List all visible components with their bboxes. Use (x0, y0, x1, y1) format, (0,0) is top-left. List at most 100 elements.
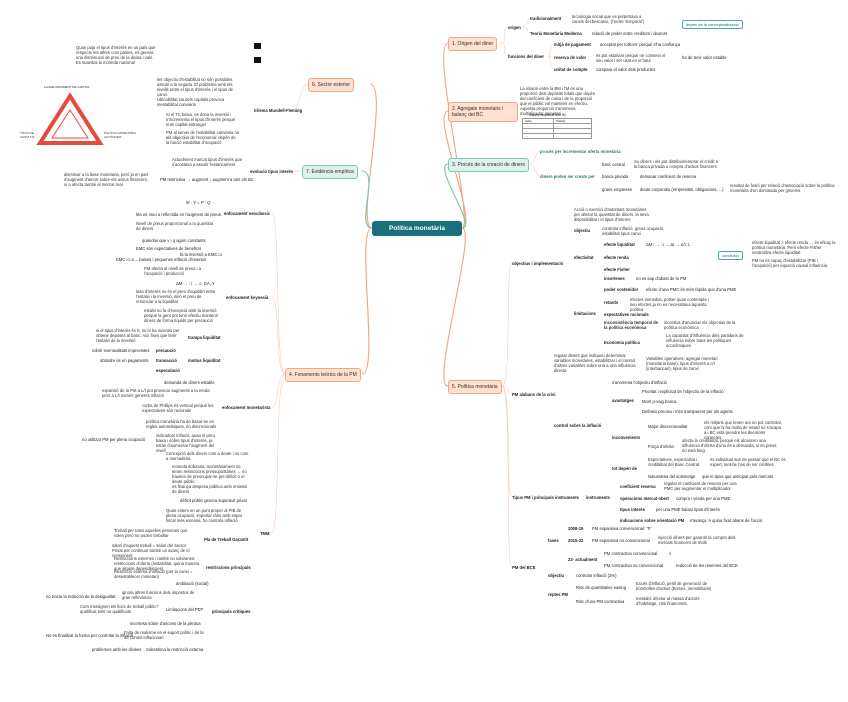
node-fase-22[interactable]: 22- actualment (568, 557, 597, 562)
node-economia-text: La capacitat d'influència dels partidari… (666, 333, 744, 348)
node-key-4: PM afecta al nivell de preus i a l'ocupa… (144, 266, 220, 276)
node-pm-bce[interactable]: PM del BCE (512, 565, 536, 570)
node-trilema-1: les objectiu d'estabilitat no són possib… (157, 77, 241, 97)
node-tipus-interes[interactable]: tipus interès (620, 507, 645, 512)
table-cell: ... (523, 134, 554, 139)
node-trilema[interactable]: trilema Mundell-Fleming (254, 108, 302, 113)
node-mitja-pagament[interactable]: mitjà de pagament (554, 42, 591, 47)
node-mon-1: demanda de diners estable (164, 380, 215, 385)
node-poder-sostenidor[interactable]: poder sostenidor (604, 287, 638, 292)
node-repte-2: Risc d'una PM contractiva (576, 599, 624, 604)
node-expectatives-bc: Expectatives, expectativa i credibilitat… (648, 457, 708, 467)
node-evolucio-2: PM restrictiva → augment ↓ augment a tot… (160, 177, 254, 182)
node-formula-liquiditat: ΔM↑ → ↓i → ΔI → ΔY, L (646, 242, 691, 247)
node-neo-2: Nivell de preus proporcional a la quanti… (136, 221, 216, 231)
branch-creacio[interactable]: 3. Procés de la creació de diners (448, 158, 529, 172)
node-unitat-compte-text: compara el valor dels productes (596, 67, 655, 72)
node-critica-5: Subestima la restricció externa (146, 647, 203, 652)
node-banc-central[interactable]: banc central (602, 162, 625, 167)
node-conclusio-2: PM no és capaç d'estabilitzar (PIB i l'o… (752, 258, 838, 268)
node-precaucio[interactable]: precaució (156, 348, 176, 353)
node-avantatge-1: Prioritat i explicitat de l'objectiu de … (642, 389, 724, 394)
branch-politica-monetaria[interactable]: 5. Política monetària (448, 380, 502, 394)
node-incerteses-text: no es sap d'abast de la PM (636, 276, 686, 281)
node-origen[interactable]: origen (508, 25, 521, 30)
node-economia-politica[interactable]: Economia política (604, 340, 640, 345)
node-naturalesa: Naturalesa del sotsmetge (648, 474, 695, 479)
branch-agregats[interactable]: 2. Agregats monetaris i balanç del BC (448, 102, 518, 122)
node-objectius-impl[interactable]: objectius i implementació (512, 261, 563, 266)
node-enfocament-keynesia[interactable]: enfocament keynesià (226, 295, 268, 300)
node-transaccio[interactable]: transacció (156, 358, 177, 363)
node-pla-treball[interactable]: Pla de Treball Garantit (204, 537, 248, 542)
node-repte-1: Risc de quantitative easing (576, 585, 626, 590)
node-operacions-mercat[interactable]: operacions mercat obert (620, 496, 669, 501)
node-tot-depen[interactable]: tot depèn de (612, 466, 637, 471)
node-inconvenient-2-text: afecta la credibilitat, perquè els alcan… (682, 438, 778, 453)
node-coeficient-reserva[interactable]: coeficient reserva (620, 484, 656, 489)
node-tmm-origen[interactable]: Teoria Monetària Moderna (530, 31, 582, 36)
node-instruments[interactable]: instruments (586, 495, 610, 500)
node-motius-liquiditat[interactable]: motius liquiditat (188, 358, 220, 363)
branch-sector-exterior[interactable]: 6. Sector exterior (308, 78, 354, 92)
node-efecte-fisher[interactable]: efecte Fisher (604, 267, 630, 272)
node-funcions[interactable]: funcions del diner (508, 54, 544, 59)
node-retards[interactable]: retards (604, 300, 618, 305)
node-key-1: quandos que v i q aguin constants (142, 238, 206, 243)
node-unitat-compte[interactable]: unitat de compte (554, 67, 588, 72)
node-critica-4-left: No es finalitzat la forma per controlar … (46, 633, 133, 638)
node-indicacions-text: s'avança 'A quina fixat abans de l'acció (690, 518, 762, 523)
root-node[interactable]: Política monetària (372, 221, 462, 236)
node-trampa-text: si el tipus d'interès és 0, no hi ha inc… (96, 328, 182, 343)
node-efectivitat[interactable]: efectivitat (574, 255, 594, 260)
node-grans-empreses[interactable]: grans empreses (602, 187, 632, 192)
node-mitja-pagament-text: acceptat per tothom: perquè s'ha confian… (600, 42, 680, 47)
node-critiques[interactable]: principals crítiques (212, 609, 250, 614)
node-reptes[interactable]: reptes PM (548, 592, 568, 597)
node-expectatives[interactable]: expectatives racionals (604, 312, 649, 317)
branch-origen-diner[interactable]: 1. Origen del diner (448, 37, 497, 51)
node-banca-privada[interactable]: banca privada (602, 174, 628, 179)
node-evolucio-1: Actualment marcat tipus d'interès que s'… (172, 157, 242, 167)
node-enfocament-monetarista[interactable]: enfocament monetarista (222, 405, 270, 410)
node-objectiu[interactable]: objectiu (574, 228, 590, 233)
node-inconsistencia[interactable]: Inconsistència temporal de la política e… (604, 320, 659, 330)
node-restriccions[interactable]: restriccions principals (206, 565, 251, 570)
node-critica-1: ambitació (social) (176, 581, 209, 586)
node-fase-2015[interactable]: 2015-22 (568, 538, 583, 543)
tag-conclusio[interactable]: conclusió (718, 251, 743, 260)
node-tipus-pm[interactable]: Tipus PM i principals instruments (512, 495, 579, 500)
node-fases[interactable]: fases (548, 538, 559, 543)
node-precaucio-text: cobrir eventualitats imprevistes (92, 348, 149, 353)
node-pm-abans-text: regular diners que indiqueu determinar v… (554, 353, 638, 373)
node-trampa-liquiditat[interactable]: trampa liquiditat (188, 335, 221, 340)
node-control-inflacio[interactable]: control sobre la inflació (554, 423, 601, 428)
node-trilema-4: PM al servei de l'estabilitat canviaria … (166, 130, 240, 145)
node-diners-creats[interactable]: diners poden ser creats per (540, 174, 595, 179)
node-enfocament-neoclassic[interactable]: enfocament neoclàssic (224, 211, 270, 216)
node-especulacio[interactable]: especulació (156, 368, 180, 373)
node-avantatges[interactable]: avantatges (612, 398, 634, 403)
branch-evidencia[interactable]: 7. Evidència empírica (302, 165, 358, 179)
node-tmm-1: Concepció dels diners com a deute i no c… (166, 451, 250, 461)
node-tmm[interactable]: TMM (260, 531, 270, 536)
node-incerteses[interactable]: incerteses (604, 276, 625, 281)
node-tmm-4: dèficit públic genera superàvit privat (180, 498, 247, 503)
node-fase-2008[interactable]: 2008-15 (568, 526, 583, 531)
node-efecte-liquiditat[interactable]: efecte liquiditat (604, 242, 635, 247)
branch-label: 6. Sector exterior (312, 82, 350, 88)
node-pm-abans[interactable]: PM a/abans de la crisi (512, 392, 556, 397)
node-efecte-renda[interactable]: efecte renda (604, 255, 629, 260)
node-reserva-valor[interactable]: reserva de valor (554, 55, 586, 60)
node-limitacions[interactable]: limitacions (574, 311, 596, 316)
branch-fonaments[interactable]: 4. Fonaments teòrics de la PM (285, 368, 361, 382)
node-evolucio-tipus[interactable]: evolució tipus interès (250, 169, 293, 174)
node-objectiu-bce[interactable]: objectiu (548, 573, 564, 578)
node-equacio-quantitativa: M · V = P · Q (186, 200, 210, 205)
node-avantatge-2: Mont p-vaig banca (642, 399, 676, 404)
node-fase-22-text: PM contractiva no convencional (604, 563, 663, 568)
node-proces-incrementar[interactable]: procés per incrementar oferta monetària (540, 149, 621, 154)
node-tradicionalment[interactable]: tradicionalment (530, 16, 561, 21)
node-inconvenients[interactable]: inconvenients (612, 435, 640, 440)
node-indicacions[interactable]: indicacions sobre orientació PM (620, 518, 684, 523)
